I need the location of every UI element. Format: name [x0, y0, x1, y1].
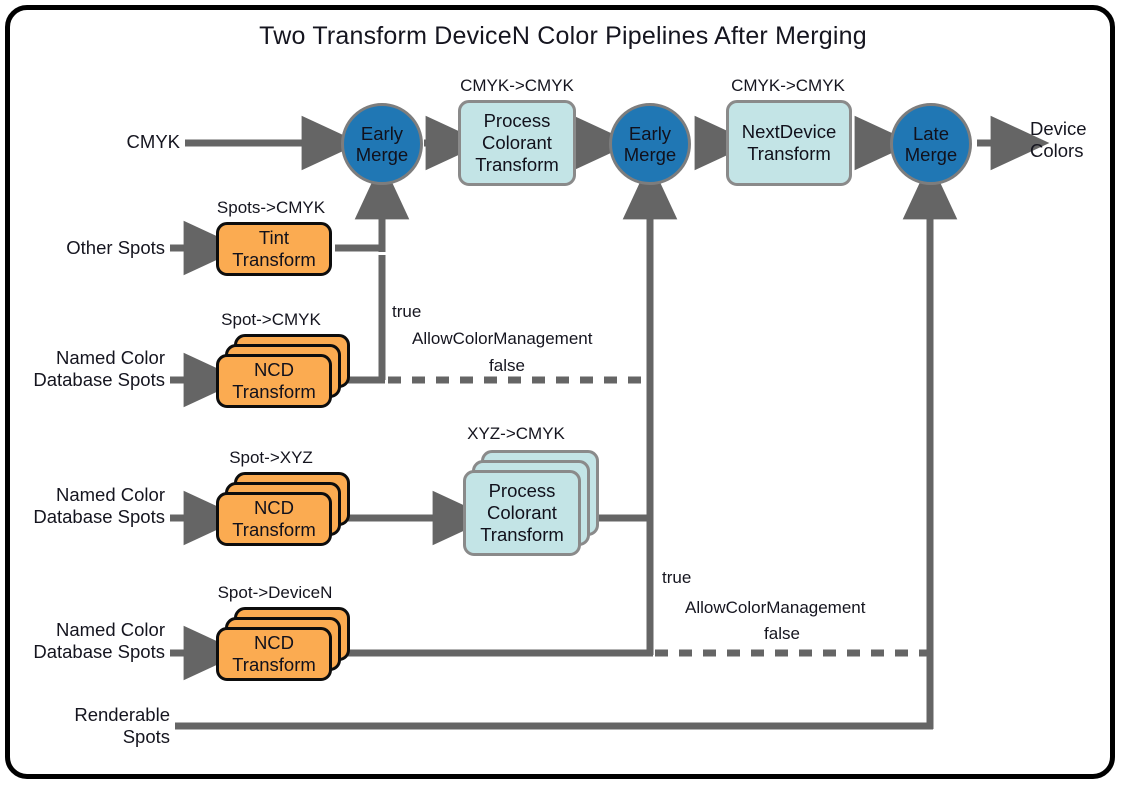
branch-label-acm-1: AllowColorManagement	[412, 329, 593, 348]
branch-label-false-2: false	[764, 624, 800, 643]
branch-label-acm-2: AllowColorManagement	[685, 598, 866, 617]
caption-ncd-cmyk: Spot->CMYK	[221, 310, 321, 329]
caption-ncd-devicen: Spot->DeviceN	[217, 583, 333, 602]
branch-label-true-2: true	[662, 568, 692, 587]
input-label-cmyk: CMYK	[126, 131, 180, 152]
branch-label-true-1: true	[392, 302, 422, 321]
caption-pct-xyz: XYZ->CMYK	[467, 424, 565, 443]
caption-next-device: CMYK->CMYK	[731, 76, 845, 95]
caption-ncd-xyz: Spot->XYZ	[229, 448, 313, 467]
caption-tint-transform: Spots->CMYK	[216, 198, 326, 217]
caption-pct-cmyk: CMYK->CMYK	[460, 76, 574, 95]
page-title: Two Transform DeviceN Color Pipelines Af…	[259, 22, 867, 50]
branch-label-false-1: false	[489, 356, 525, 375]
input-label-other-spots: Other Spots	[66, 237, 165, 258]
